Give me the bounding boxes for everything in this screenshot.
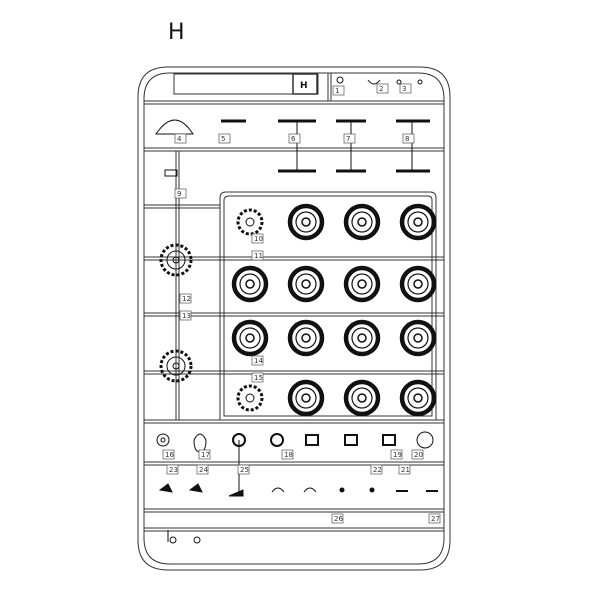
road-wheel: [287, 203, 325, 241]
part-number-box: [174, 133, 187, 144]
part-number-box: [390, 449, 403, 460]
part-number-box: [376, 83, 389, 94]
road-wheel: [343, 203, 381, 241]
part-number-box: [166, 464, 179, 475]
part-number: 3: [402, 85, 406, 93]
part-number: 1: [335, 87, 339, 95]
part-number: 17: [201, 451, 210, 459]
part-number: 13: [182, 312, 191, 320]
sprue-runners: [144, 73, 444, 532]
road-wheel: [343, 379, 381, 417]
road-wheel: [343, 319, 381, 357]
road-wheel: [236, 208, 264, 236]
part-number-box: [331, 513, 344, 524]
part-number-box: [162, 449, 175, 460]
part-number-box: [411, 449, 424, 460]
part-number-box: [179, 310, 192, 321]
part-number: 4: [177, 135, 182, 143]
part-number-box: [370, 464, 383, 475]
top-parts: [155, 76, 430, 177]
part-number: 6: [291, 135, 296, 143]
part-number: 5: [221, 135, 225, 143]
part-number: 12: [182, 295, 191, 303]
part-number-box: [196, 464, 209, 475]
part-number-box: [251, 355, 264, 366]
part-number: 24: [199, 466, 208, 474]
sprue-frame-outer: [137, 66, 451, 571]
sprue-frame-inner: [143, 72, 445, 565]
road-wheel: [287, 319, 325, 357]
part-dome: [155, 119, 194, 135]
road-wheels: [231, 203, 437, 417]
part-number: 26: [334, 515, 343, 523]
part-number: 27: [431, 515, 440, 523]
part-number-box: [428, 513, 441, 524]
frame-tag-box: [292, 73, 318, 95]
part-number: 7: [346, 135, 350, 143]
road-wheel: [231, 319, 269, 357]
part-number-box: [198, 449, 211, 460]
sprocket-top: [159, 243, 193, 277]
sprocket-bottom: [159, 349, 193, 383]
part-number-box: [281, 449, 294, 460]
wheel-panel: [219, 191, 437, 421]
part-number: 14: [254, 357, 263, 365]
bottom-parts: [156, 431, 438, 544]
part-number-box: [402, 133, 415, 144]
part-number: 8: [405, 135, 409, 143]
wheel-panel-inner: [223, 195, 433, 417]
part-number-box: [251, 250, 264, 261]
road-wheel: [287, 265, 325, 303]
road-wheel: [399, 203, 437, 241]
part-number: 15: [254, 374, 263, 382]
part-number: 2: [379, 85, 383, 93]
sprue-title: H: [168, 20, 185, 45]
part-number-box: [251, 233, 264, 244]
part-number-box: [179, 293, 192, 304]
frame-tag: H: [300, 81, 308, 91]
part-number-box: [288, 133, 301, 144]
part-number: 19: [393, 451, 402, 459]
road-wheel: [343, 265, 381, 303]
part-number: 11: [254, 252, 263, 260]
part-number-box: [332, 85, 345, 96]
part-number-box: [398, 464, 411, 475]
label-slot: [173, 73, 319, 95]
part-number: 9: [177, 190, 181, 198]
part-number-box: [251, 372, 264, 383]
part-number-box: [399, 83, 412, 94]
road-wheel: [399, 265, 437, 303]
part-number: 16: [165, 451, 174, 459]
road-wheel: [399, 319, 437, 357]
part-number-box: [237, 464, 250, 475]
part-number: 21: [401, 466, 410, 474]
road-wheel: [287, 379, 325, 417]
road-wheel: [236, 384, 264, 412]
part-number: 10: [254, 235, 263, 243]
part-number-box: [343, 133, 356, 144]
part-number: 25: [240, 466, 249, 474]
road-wheel: [399, 379, 437, 417]
part-number-box: [218, 133, 231, 144]
part-number: 18: [284, 451, 293, 459]
road-wheel: [231, 265, 269, 303]
part-hook: [367, 79, 381, 85]
part-number: 22: [373, 466, 382, 474]
part-number: 23: [169, 466, 178, 474]
part-number: 20: [414, 451, 423, 459]
part-number-box: [174, 188, 187, 199]
